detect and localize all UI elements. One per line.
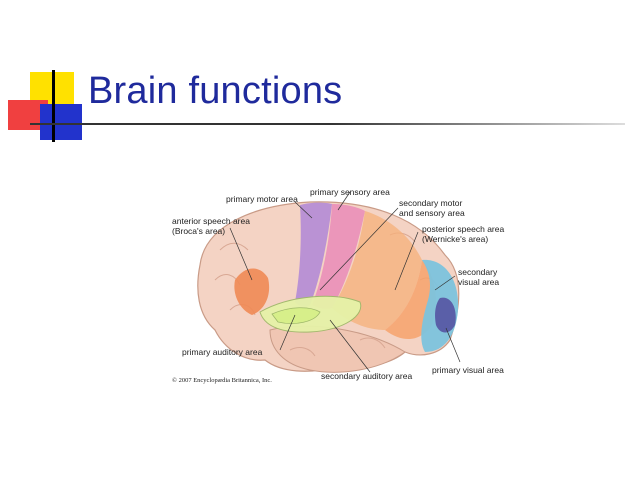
label-primary-motor: primary motor area bbox=[226, 194, 298, 204]
title-underline-fade bbox=[330, 123, 625, 125]
label-posterior-speech-line1: posterior speech area bbox=[422, 224, 505, 234]
slide-title: Brain functions bbox=[88, 70, 343, 112]
label-secondary-auditory: secondary auditory area bbox=[321, 371, 413, 381]
label-secondary-visual-line2: visual area bbox=[458, 277, 500, 287]
copyright-notice: © 2007 Encyclopædia Britannica, Inc. bbox=[172, 377, 272, 384]
region-primary-auditory bbox=[271, 307, 321, 324]
region-broca bbox=[234, 268, 270, 315]
label-secondary-motor-line2: and sensory area bbox=[399, 208, 465, 218]
decor-vertical-line bbox=[52, 70, 55, 142]
region-primary-visual bbox=[435, 297, 456, 333]
label-primary-auditory: primary auditory area bbox=[182, 347, 263, 357]
label-secondary-visual-line1: secondary bbox=[458, 267, 498, 277]
label-anterior-speech-line2: (Broca's area) bbox=[172, 226, 226, 236]
label-posterior-speech-line2: (Wernicke's area) bbox=[422, 234, 489, 244]
label-anterior-speech-line1: anterior speech area bbox=[172, 216, 250, 226]
label-secondary-motor-line1: secondary motor bbox=[399, 198, 463, 208]
label-primary-sensory: primary sensory area bbox=[310, 187, 390, 197]
title-underline bbox=[30, 123, 625, 125]
region-primary-motor bbox=[295, 202, 332, 307]
decor-blue-square bbox=[40, 104, 82, 140]
label-primary-visual: primary visual area bbox=[432, 365, 504, 375]
brain-diagram bbox=[197, 191, 461, 373]
region-primary-sensory bbox=[312, 204, 365, 309]
